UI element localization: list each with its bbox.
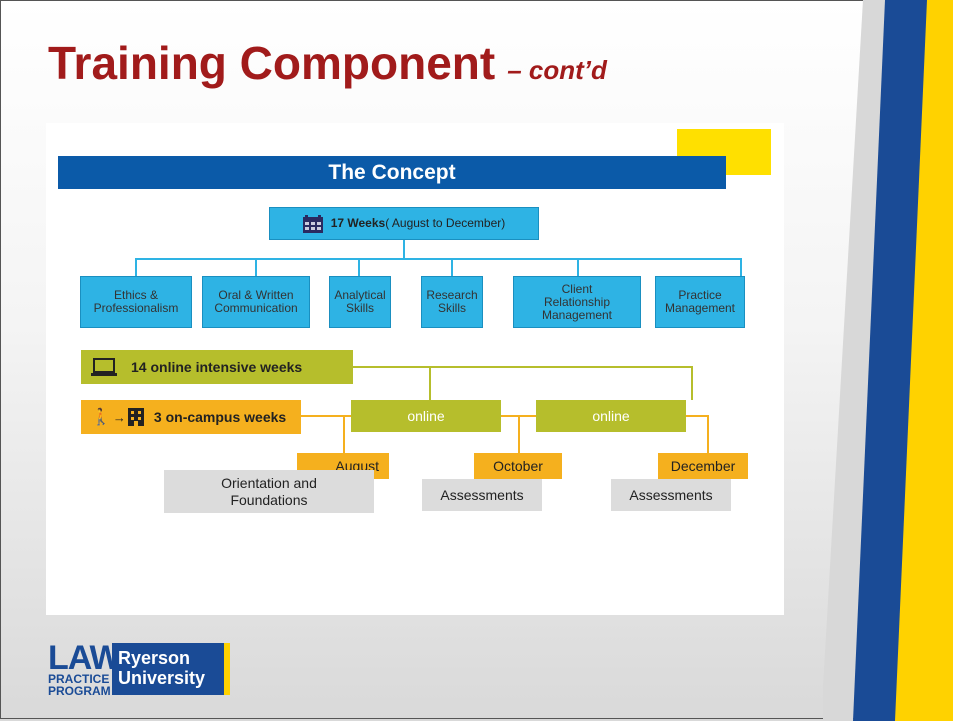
title-main: Training Component bbox=[48, 37, 496, 89]
connector-line bbox=[518, 415, 520, 453]
logo-program: PROGRAM bbox=[48, 684, 111, 698]
diagram-panel: The Concept 17 Weeks ( August to Decembe… bbox=[46, 123, 784, 615]
connector-line bbox=[358, 258, 360, 276]
online-weeks-label: 14 online intensive weeks bbox=[131, 359, 303, 375]
connector-line bbox=[403, 240, 405, 258]
skill-practice-management: Practice Management bbox=[655, 276, 745, 328]
person-icon: 🚶 bbox=[91, 409, 111, 426]
duration-box: 17 Weeks ( August to December) bbox=[269, 207, 539, 240]
connector-line bbox=[577, 258, 579, 276]
skill-communication: Oral & Written Communication bbox=[202, 276, 310, 328]
skill-client-relationship: Client Relationship Management bbox=[513, 276, 641, 328]
logo-yellow-bar bbox=[224, 643, 230, 695]
connector-line bbox=[301, 415, 709, 417]
logo-university: University bbox=[118, 668, 206, 688]
building-icon bbox=[127, 408, 144, 426]
skill-ethics: Ethics & Professionalism bbox=[80, 276, 192, 328]
connector-line bbox=[707, 415, 709, 453]
skill-analytical: Analytical Skills bbox=[329, 276, 391, 328]
logo-law: LAW bbox=[48, 639, 122, 677]
connector-line bbox=[135, 258, 742, 260]
calendar-icon bbox=[302, 214, 323, 233]
campus-weeks-label: 3 on-campus weeks bbox=[153, 409, 287, 425]
logo-practice: PRACTICE bbox=[48, 672, 110, 686]
activity-assessments-october: Assessments bbox=[422, 479, 542, 511]
duration-weeks: 17 Weeks bbox=[330, 216, 386, 230]
logo-ryerson-block: Ryerson University bbox=[112, 643, 224, 695]
activity-orientation: Orientation and Foundations bbox=[164, 470, 374, 513]
skill-research: Research Skills bbox=[421, 276, 483, 328]
connector-line bbox=[429, 366, 431, 400]
month-december: December bbox=[658, 453, 748, 479]
connector-line bbox=[451, 258, 453, 276]
online-box-1: online bbox=[351, 400, 501, 432]
connector-line bbox=[353, 366, 693, 368]
connector-line bbox=[255, 258, 257, 276]
duration-range: ( August to December) bbox=[385, 216, 506, 230]
concept-header: The Concept bbox=[58, 156, 726, 189]
connector-line bbox=[740, 258, 742, 276]
arrow-right-icon: → bbox=[112, 409, 126, 425]
logo-ryerson: Ryerson bbox=[118, 648, 191, 668]
connector-line bbox=[135, 258, 137, 276]
activity-assessments-december: Assessments bbox=[611, 479, 731, 511]
title-suffix: – cont’d bbox=[507, 55, 607, 85]
decorative-stripes bbox=[823, 0, 953, 721]
connector-line bbox=[691, 366, 693, 400]
campus-weeks-bar: 🚶 → 3 on-campus weeks bbox=[81, 400, 301, 434]
laptop-icon bbox=[91, 358, 117, 376]
month-october: October bbox=[474, 453, 562, 479]
connector-line bbox=[343, 415, 345, 453]
slide-title: Training Component – cont’d bbox=[48, 36, 607, 90]
online-box-2: online bbox=[536, 400, 686, 432]
online-weeks-bar: 14 online intensive weeks bbox=[81, 350, 353, 384]
